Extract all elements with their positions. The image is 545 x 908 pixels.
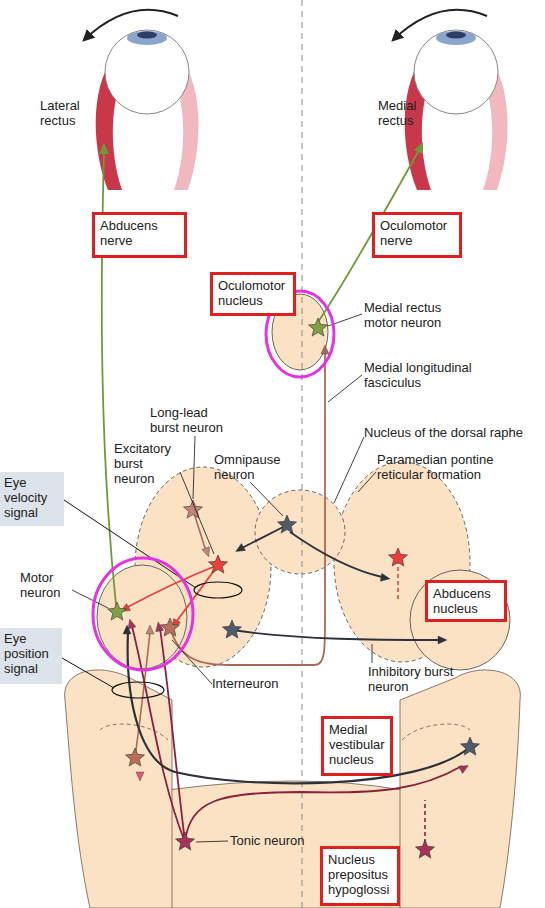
leader-line <box>358 472 376 492</box>
node-text: Eye velocity signal <box>4 475 60 520</box>
signal-ellipse <box>112 682 164 698</box>
burst-axon <box>397 560 399 602</box>
iris <box>436 31 476 45</box>
excitatory-burst-neuron <box>388 548 407 566</box>
part-label: Motor neuron <box>20 570 72 600</box>
structure-box: Oculomotor nerve <box>372 212 462 258</box>
synapse-terminal <box>123 625 131 634</box>
synapse-terminal <box>234 544 246 555</box>
tonic-neuron <box>415 840 434 858</box>
part-label: Interneuron <box>212 676 292 691</box>
pupil <box>446 32 466 39</box>
leader-line <box>193 436 195 499</box>
synapse-terminal <box>438 636 447 644</box>
leader-line <box>328 375 362 402</box>
iris <box>127 31 167 45</box>
leader-line <box>250 482 283 516</box>
part-label: Medial longitudinal fasciculus <box>364 360 494 390</box>
part-label: Medial rectus <box>378 98 428 128</box>
part-label: Excitatory burst neuron <box>114 441 184 486</box>
synapse-terminal <box>459 762 471 773</box>
medulla-right-column <box>400 670 520 908</box>
part-label: Tonic neuron <box>230 833 320 848</box>
neuron <box>125 748 144 766</box>
pupil <box>137 32 157 39</box>
part-label: Omnipause neuron <box>214 452 290 482</box>
abducens-nucleus-right <box>410 570 510 670</box>
node-text: Medial vestibular nucleus <box>329 722 385 767</box>
part-label: Paramedian pontine reticular formation <box>377 452 517 482</box>
leader-line <box>64 500 196 588</box>
node-text: Abducens nerve <box>100 218 179 248</box>
nucleus-outline <box>402 724 470 740</box>
midline <box>302 0 303 908</box>
node-text: Nucleus prepositus hypoglossi <box>328 852 392 897</box>
medulla-left-column <box>65 670 172 908</box>
leader-line <box>62 658 114 688</box>
signal-box: Eye position signal <box>0 628 62 684</box>
structure-box: Oculomotor nucleus <box>210 272 296 316</box>
part-label: Medial rectus motor neuron <box>364 300 464 330</box>
abducens-nucleus-left <box>97 565 187 669</box>
inhibitory-burst-neuron <box>222 620 241 638</box>
rotation-arrow <box>393 10 487 40</box>
medulla-center <box>168 781 402 908</box>
leader-line <box>172 640 212 684</box>
structure-box: Abducens nucleus <box>425 580 507 622</box>
inhibitory-axon <box>232 630 440 640</box>
node-text: Eye position signal <box>4 631 58 676</box>
nerve-terminal <box>99 143 109 154</box>
pause-axon <box>242 525 287 548</box>
tonic-axon <box>185 766 462 842</box>
nucleus-outline <box>100 724 168 740</box>
signal-ellipse <box>194 582 242 598</box>
eyeball <box>414 30 498 114</box>
synapse-terminal <box>136 772 144 781</box>
pause-axon <box>290 532 382 577</box>
structure-box: Nucleus prepositus hypoglossi <box>320 846 400 906</box>
signal-box: Eye velocity signal <box>0 472 64 526</box>
synapse-terminal <box>380 573 390 582</box>
part-label: Lateral rectus <box>40 98 90 128</box>
rotation-arrow <box>84 10 178 40</box>
synapse-terminal <box>202 547 213 558</box>
node-text: Abducens nucleus <box>433 586 499 616</box>
part-label: Long-lead burst neuron <box>150 405 238 435</box>
dorsal-raphe <box>255 490 345 574</box>
synapse-terminal <box>321 345 329 354</box>
highlight-circle <box>93 558 193 670</box>
part-label: Nucleus of the dorsal raphe <box>364 425 544 440</box>
excitatory-burst-neuron <box>208 555 227 573</box>
leader-line <box>196 841 228 842</box>
interneuron <box>160 618 179 636</box>
eyeball <box>105 30 189 114</box>
structure-box: Medial vestibular nucleus <box>321 716 393 776</box>
synapse-terminal <box>146 625 154 634</box>
leader-line <box>72 590 108 608</box>
part-label: Inhibitory burst neuron <box>368 664 458 694</box>
structure-box: Abducens nerve <box>92 212 187 258</box>
motor-neuron <box>107 602 126 620</box>
node-text: Oculomotor nerve <box>380 218 454 248</box>
leader-line <box>372 644 373 663</box>
leader-line <box>180 472 214 554</box>
tonic-neuron <box>175 832 194 850</box>
motor-neuron <box>308 318 327 336</box>
nerve-terminal <box>414 142 423 154</box>
omnipause-neuron <box>277 515 296 533</box>
vestibular-neuron <box>460 737 479 755</box>
node-text: Oculomotor nucleus <box>218 278 288 308</box>
leader-line <box>334 437 364 503</box>
